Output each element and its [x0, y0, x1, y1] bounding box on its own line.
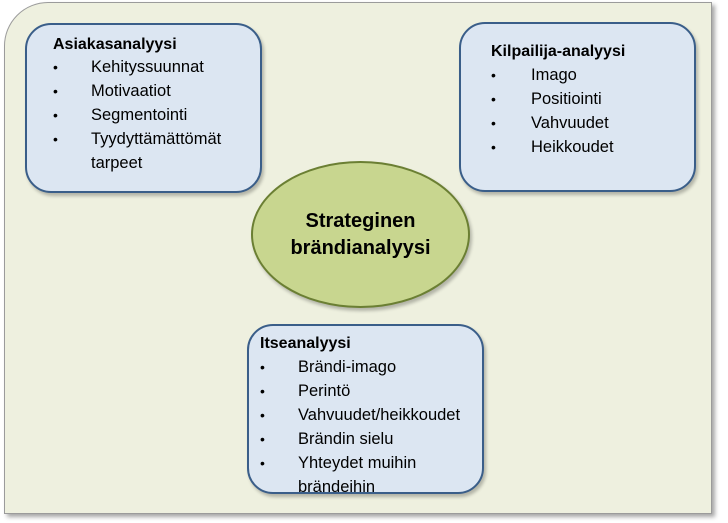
bullet-icon: •: [491, 139, 496, 155]
bullet-list: • Kehityssuunnat • Motivaatiot • Segment…: [53, 55, 263, 175]
center-label-line-1: Strateginen: [305, 209, 416, 232]
card-itseanalyysi: Itseanalyysi • Brändi-imago • Perintö • …: [247, 324, 484, 496]
list-item: • Segmentointi: [53, 103, 263, 127]
list-item-text: Kehityssuunnat: [91, 58, 204, 76]
card-asiakasanalyysi: Asiakasanalyysi • Kehityssuunnat • Motiv…: [25, 23, 262, 193]
card-kilpailija-analyysi: Kilpailija-analyysi • Imago • Positioint…: [459, 22, 696, 192]
bullet-list: • Imago • Positiointi • Vahvuudet • Heik…: [491, 63, 691, 159]
list-item: • Motivaatiot: [53, 79, 263, 103]
list-item-text: Segmentointi: [91, 106, 188, 124]
list-item: • Kehityssuunnat: [53, 55, 263, 79]
list-item: • Vahvuudet/heikkoudet: [260, 403, 490, 427]
list-item-text: Vahvuudet: [531, 114, 609, 132]
list-item: • Brändi-imago: [260, 355, 490, 379]
card-title: Kilpailija-analyysi: [491, 43, 626, 60]
list-item-text: Positiointi: [531, 90, 602, 108]
list-item-text: Tyydyttämättömät: [91, 130, 222, 148]
list-item-text: Imago: [531, 66, 577, 84]
center-ellipse: Strateginen brändianalyysi: [251, 161, 470, 308]
list-item: • Vahvuudet: [491, 111, 691, 135]
card-title: Asiakasanalyysi: [53, 36, 177, 53]
card-title: Itseanalyysi: [260, 335, 351, 352]
bullet-icon: •: [491, 115, 496, 131]
list-item: • Brändin sielu: [260, 427, 490, 451]
list-item: • Tyydyttämättömät tarpeet: [53, 127, 263, 175]
list-item: • Heikkoudet: [491, 135, 691, 159]
list-item-text-continued: tarpeet: [91, 154, 143, 172]
list-item-text: Perintö: [298, 382, 351, 400]
list-item: • Yhteydet muihin brändeihin: [260, 451, 490, 499]
list-item: • Imago: [491, 63, 691, 87]
list-item-text: Brändin sielu: [298, 430, 394, 448]
bullet-icon: •: [260, 359, 265, 375]
bullet-icon: •: [491, 91, 496, 107]
list-item-text: Motivaatiot: [91, 82, 171, 100]
list-item-text-continued: brändeihin: [298, 478, 376, 496]
bullet-icon: •: [260, 455, 265, 471]
bullet-list: • Brändi-imago • Perintö • Vahvuudet/hei…: [260, 355, 490, 499]
list-item-text: Yhteydet muihin: [298, 454, 417, 472]
list-item-text: Heikkoudet: [531, 138, 614, 156]
bullet-icon: •: [53, 59, 58, 75]
list-item: • Positiointi: [491, 87, 691, 111]
bullet-icon: •: [53, 107, 58, 123]
list-item: • Perintö: [260, 379, 490, 403]
bullet-icon: •: [53, 131, 58, 147]
list-item-text: Brändi-imago: [298, 358, 397, 376]
bullet-icon: •: [260, 431, 265, 447]
bullet-icon: •: [260, 407, 265, 423]
bullet-icon: •: [491, 67, 496, 83]
bullet-icon: •: [260, 383, 265, 399]
center-label-line-2: brändianalyysi: [290, 236, 431, 259]
center-label: Strateginen brändianalyysi: [290, 208, 430, 262]
list-item-text: Vahvuudet/heikkoudet: [298, 406, 461, 424]
bullet-icon: •: [53, 83, 58, 99]
